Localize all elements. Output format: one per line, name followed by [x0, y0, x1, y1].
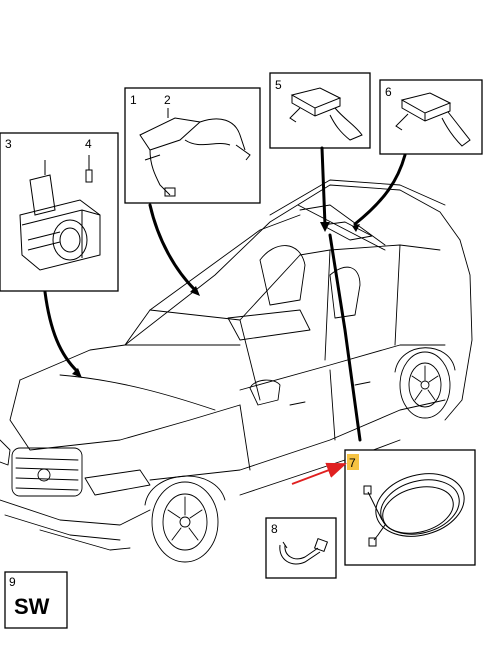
siren-speaker-part	[19, 155, 101, 271]
leader-cable-7	[328, 233, 362, 442]
sw-label: SW	[14, 594, 50, 619]
callout-label-6: 6	[385, 85, 392, 99]
callout-box-roof-module-5: 5	[269, 72, 371, 149]
wiring-harness-part	[139, 108, 251, 197]
callout-label-8: 8	[271, 522, 278, 536]
callout-label-4: 4	[85, 137, 92, 151]
callout-label-7: 7	[349, 456, 356, 470]
leader-arrowheads	[72, 222, 360, 378]
cable-tie-part	[279, 537, 329, 565]
callout-7-highlight	[347, 454, 359, 470]
callout-box-sw-9: 9 SW	[4, 571, 68, 629]
callout-box-cable-7: 7	[344, 449, 476, 566]
callout-box-cable-tie-8: 8	[265, 517, 337, 579]
callout-box-harness: 1 2	[124, 87, 261, 204]
callout-box-siren-speaker: 3 4	[0, 132, 119, 292]
leader-lines	[43, 146, 407, 442]
red-pointer-arrow	[291, 462, 347, 485]
callout-label-1: 1	[130, 93, 137, 107]
roof-module-part-5	[289, 87, 363, 141]
callout-box-roof-module-6: 6	[379, 79, 483, 155]
leader-harness	[148, 203, 197, 292]
callout-label-3: 3	[5, 137, 12, 151]
vehicle-illustration	[0, 179, 473, 563]
leader-module-5	[320, 146, 327, 227]
leader-module-6	[353, 153, 407, 226]
cable-part	[363, 473, 465, 547]
callout-label-2: 2	[164, 93, 171, 107]
leader-speaker	[43, 290, 80, 374]
callout-label-9: 9	[9, 575, 16, 589]
roof-module-part-6	[395, 92, 471, 147]
callout-label-5: 5	[275, 78, 282, 92]
